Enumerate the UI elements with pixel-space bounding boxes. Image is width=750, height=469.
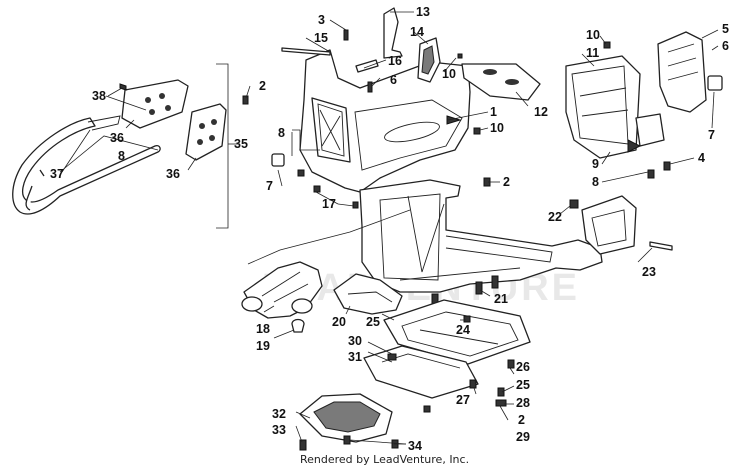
callout-33: 33 [272, 423, 286, 437]
callout-20: 20 [332, 315, 346, 329]
callout-27: 27 [456, 393, 470, 407]
callout-7: 7 [708, 128, 715, 142]
electrical-module-assembly [565, 31, 723, 179]
long-bolt[interactable] [281, 47, 331, 56]
nose-top-plate[interactable] [461, 63, 541, 101]
callout-37: 37 [50, 167, 64, 181]
callout-32: 32 [272, 407, 286, 421]
rubber-grommet-right[interactable] [707, 75, 723, 91]
callout-10: 10 [586, 28, 600, 42]
skid-plate-assembly [299, 273, 531, 451]
callout-2: 2 [518, 413, 525, 427]
callout-21: 21 [494, 292, 508, 306]
bumper-assembly [12, 63, 249, 229]
callout-7: 7 [266, 179, 273, 193]
callout-34: 34 [408, 439, 422, 453]
callout-6: 6 [722, 39, 729, 53]
voltage-regulator[interactable] [657, 31, 707, 113]
callout-5: 5 [722, 22, 729, 36]
callout-22: 22 [548, 210, 562, 224]
control-module-housing[interactable] [565, 55, 641, 159]
callout-4: 4 [698, 151, 705, 165]
callout-29: 29 [516, 430, 530, 444]
callout-31: 31 [348, 350, 362, 364]
callout-36: 36 [166, 167, 180, 181]
callout-25: 25 [516, 378, 530, 392]
callout-15: 15 [314, 31, 328, 45]
front-bumper[interactable] [12, 117, 161, 215]
callout-10: 10 [442, 67, 456, 81]
callout-14: 14 [410, 25, 424, 39]
callout-12: 12 [534, 105, 548, 119]
callout-36: 36 [110, 131, 124, 145]
callout-8: 8 [278, 126, 285, 140]
leader-lines [59, 11, 719, 445]
callout-6: 6 [390, 73, 397, 87]
callout-30: 30 [348, 334, 362, 348]
callout-35: 35 [234, 137, 248, 151]
rubber-grommet[interactable] [271, 153, 285, 167]
bumper-bracket-lower[interactable] [185, 103, 227, 161]
callout-8: 8 [118, 149, 125, 163]
callout-9: 9 [592, 157, 599, 171]
callout-16: 16 [388, 54, 402, 68]
callout-26: 26 [516, 360, 530, 374]
bumper-bracket-upper[interactable] [121, 79, 189, 129]
callout-25: 25 [366, 315, 380, 329]
callout-23: 23 [642, 265, 656, 279]
callout-2: 2 [259, 79, 266, 93]
callout-1: 1 [490, 105, 497, 119]
hood-bracket[interactable] [383, 7, 403, 59]
callout-11: 11 [586, 46, 599, 60]
callout-2: 2 [503, 175, 510, 189]
steering-support-assembly [241, 261, 323, 333]
callout-13: 13 [416, 5, 430, 19]
callout-10: 10 [490, 121, 504, 135]
callout-28: 28 [516, 396, 530, 410]
callout-24: 24 [456, 323, 470, 337]
callout-18: 18 [256, 322, 270, 336]
footer-credit: Rendered by LeadVenture, Inc. [300, 453, 469, 466]
skid-plate-clip [387, 353, 397, 361]
callout-8: 8 [592, 175, 599, 189]
callout-17: 17 [322, 197, 336, 211]
callout-labels: 1 2 2 2 3 4 5 6 6 7 7 8 8 8 9 10 10 10 1… [50, 5, 729, 453]
nose-pan-assembly [271, 7, 541, 209]
callout-19: 19 [256, 339, 270, 353]
callout-3: 3 [318, 13, 325, 27]
callout-38: 38 [92, 89, 106, 103]
